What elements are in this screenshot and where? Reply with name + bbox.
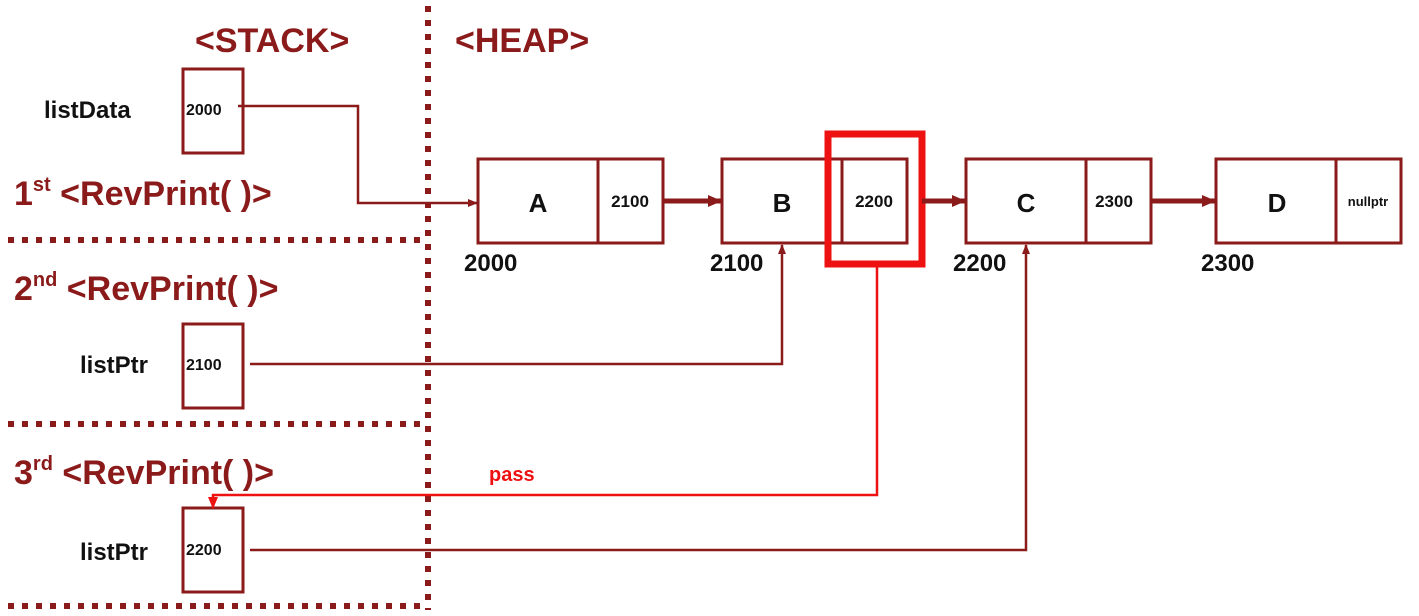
node-a-address: 2000	[464, 250, 517, 277]
node-b-next-cell	[840, 157, 909, 245]
node-c-next: 2300	[1095, 192, 1133, 211]
stack-var-listptr-3rd: listPtr 2200	[80, 506, 245, 594]
node-d-next-cell	[1334, 157, 1403, 245]
frame-title-2: 2nd <RevPrint( )>	[14, 269, 278, 308]
node-a-info: A	[529, 188, 548, 218]
node-d: D nullptr 2300	[1201, 157, 1403, 277]
node-a-next-cell	[596, 157, 665, 245]
node-d-address: 2300	[1201, 250, 1254, 277]
node-c-next-cell	[1084, 157, 1153, 245]
var-value-listptr-2nd: 2100	[186, 357, 222, 374]
node-c-address: 2200	[953, 250, 1006, 277]
var-box-listptr-3rd	[181, 506, 245, 594]
pointer-listptr-2nd-to-b	[250, 244, 786, 366]
node-d-next: nullptr	[1348, 194, 1388, 209]
pass-arrow	[208, 264, 879, 509]
node-a-info-cell	[476, 157, 600, 245]
node-b-info: B	[773, 188, 792, 218]
node-c-info: C	[1017, 188, 1036, 218]
node-d-info: D	[1268, 188, 1287, 218]
var-value-listptr-3rd: 2200	[186, 542, 222, 559]
node-b-address: 2100	[710, 250, 763, 277]
frame-title-1: 1st <RevPrint( )>	[14, 174, 272, 213]
node-a: A 2100 2000	[464, 157, 665, 277]
pointer-listdata-to-a	[238, 104, 478, 207]
stack-var-listptr-2nd: listPtr 2100	[80, 322, 245, 410]
node-b-info-cell	[720, 157, 844, 245]
stack-var-listdata: listData 2000	[44, 67, 245, 155]
node-a-next: 2100	[611, 192, 649, 211]
node-b-next: 2200	[855, 192, 893, 211]
var-name-listdata: listData	[44, 97, 131, 124]
pass-label: pass	[489, 464, 535, 486]
node-b: B 2200 2100	[710, 157, 909, 277]
stack-header: <STACK>	[195, 22, 349, 60]
var-box-listdata	[181, 67, 245, 155]
node-c-info-cell	[964, 157, 1088, 245]
var-box-listptr-2nd	[181, 322, 245, 410]
node-c: C 2300 2200	[953, 157, 1153, 277]
var-name-listptr-2nd: listPtr	[80, 352, 148, 379]
frame-title-3: 3rd <RevPrint( )>	[14, 453, 274, 492]
pointer-listptr-3rd-to-c	[250, 244, 1030, 552]
heap-header: <HEAP>	[455, 22, 589, 60]
var-name-listptr-3rd: listPtr	[80, 539, 148, 566]
var-value-listdata: 2000	[186, 102, 222, 119]
